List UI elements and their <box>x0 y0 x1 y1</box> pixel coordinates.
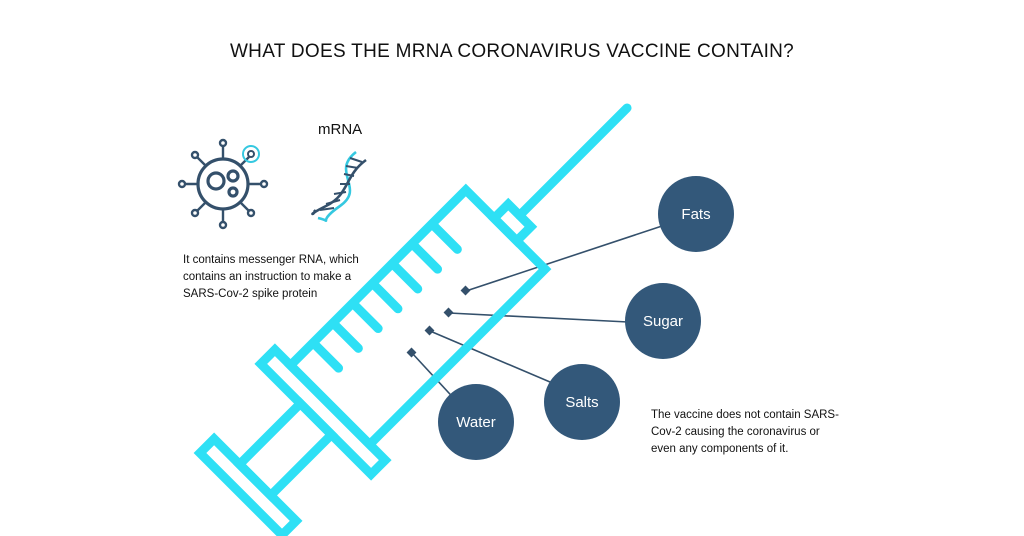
bubble-fats: Fats <box>658 176 734 252</box>
marker-water <box>406 347 417 358</box>
bubble-sugar-label: Sugar <box>642 312 684 330</box>
connector-salts <box>429 330 551 383</box>
bubble-salts: Salts <box>544 364 620 440</box>
vaccine-note: The vaccine does not contain SARS-Cov-2 … <box>651 409 839 455</box>
dna-strand-icon <box>311 150 367 222</box>
mrna-label: mRNA <box>318 121 363 138</box>
bubble-fats-label: Fats <box>681 205 711 223</box>
connector-sugar <box>448 312 629 323</box>
connector-fats <box>465 225 663 292</box>
mrna-description: It contains messenger RNA, which contain… <box>183 254 359 300</box>
connector-markers <box>406 285 471 358</box>
virus-icon <box>177 138 269 230</box>
bubble-water-label: Water <box>456 413 496 431</box>
syringe-icon <box>193 103 632 536</box>
marker-sugar <box>443 307 454 318</box>
bubble-salts-label: Salts <box>565 393 599 411</box>
bubble-sugar: Sugar <box>625 283 701 359</box>
marker-salts <box>424 325 435 336</box>
page-title: WHAT DOES THE MRNA CORONAVIRUS VACCINE C… <box>229 41 795 62</box>
marker-fats <box>460 285 471 296</box>
bubble-water: Water <box>438 384 514 460</box>
